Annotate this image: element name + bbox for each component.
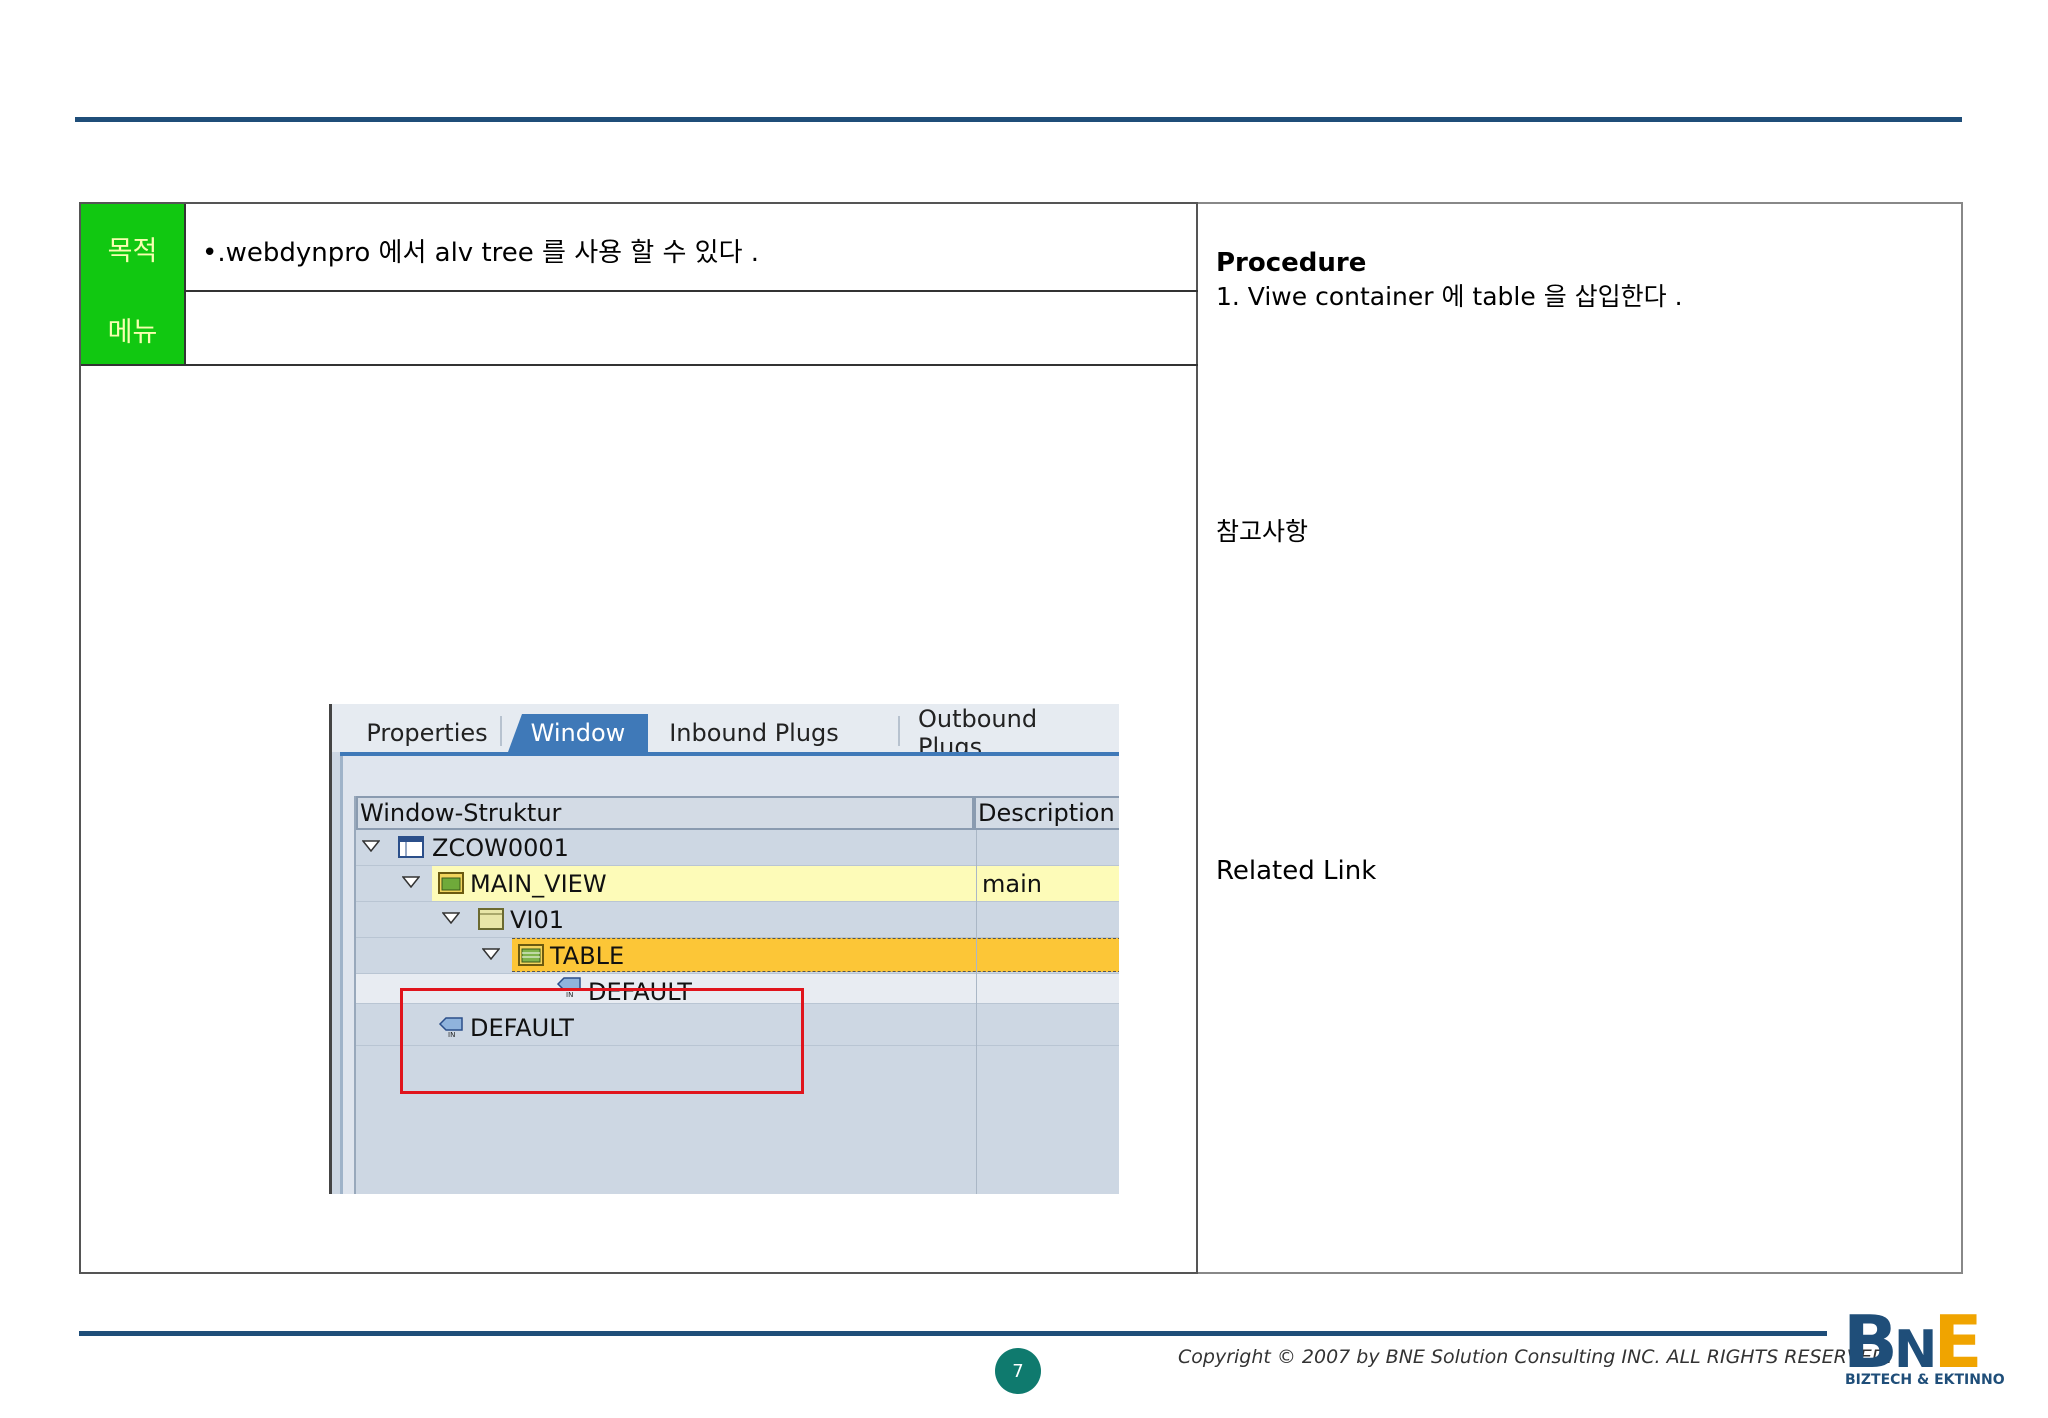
tree-row[interactable]: IN DEFAULT [356,1010,1119,1046]
tab-separator [898,716,900,746]
svg-text:IN: IN [448,1031,455,1038]
column-header-description[interactable]: Description [974,796,1119,830]
column-header-structure[interactable]: Window-Struktur [356,796,974,830]
expand-arrow-icon[interactable] [362,840,380,852]
window-structure-tree: Window-Struktur Description ZCOW0001 MAI… [354,796,1119,1194]
right-panel: Procedure 1. Viwe container 에 table 을 삽입… [1198,202,1963,1274]
tree-row[interactable]: VI01 [356,902,1119,938]
copyright-text: Copyright © 2007 by BNE Solution Consult… [1178,1346,1893,1368]
tab-strip: Properties Window Inbound Plugs Outbound… [332,704,1119,761]
tree-row[interactable]: MAIN_VIEW main [356,866,1119,902]
reference-title: 참고사항 [1216,517,1309,546]
expand-arrow-icon[interactable] [442,912,460,924]
label-divider [81,364,184,366]
tab-underline [340,752,1119,756]
expand-arrow-icon[interactable] [402,876,420,888]
sap-window-screenshot: Properties Window Inbound Plugs Outbound… [329,704,1119,1194]
column-divider [976,830,977,1194]
logo-subtext: BIZTECH & EKTINNO [1845,1372,2005,1388]
logo-mark: BNE [1843,1300,1983,1384]
container-icon [478,908,504,930]
view-icon [438,872,464,894]
svg-text:IN: IN [566,991,573,998]
selected-row-highlight [512,938,1119,972]
tab-properties[interactable]: Properties [366,719,488,747]
tree-row[interactable]: TABLE [356,938,1119,974]
tree-node-label: MAIN_VIEW [470,869,607,898]
menu-label: 메뉴 [81,292,184,366]
highlight-box [400,988,804,1094]
purpose-text: •.webdynpro 에서 alv tree 를 사용 할 수 있다 . [202,238,760,268]
tab-inbound-plugs[interactable]: Inbound Plugs [669,719,839,747]
menu-row [184,292,1200,366]
purpose-row: •.webdynpro 에서 alv tree 를 사용 할 수 있다 . [184,204,1200,292]
footer-rule [79,1331,1827,1336]
related-link-title: Related Link [1216,856,1377,886]
expand-arrow-icon[interactable] [482,948,500,960]
window-icon [398,836,424,858]
tab-outbound-plugs[interactable]: Outbound Plugs [918,705,1038,761]
tab-separator [500,716,502,746]
tree-node-label: ZCOW0001 [432,833,569,862]
purpose-label: 목적 [81,204,184,292]
row-highlight [432,866,1119,901]
left-panel: 목적 •.webdynpro 에서 alv tree 를 사용 할 수 있다 .… [79,202,1200,1274]
procedure-title: Procedure [1216,248,1367,278]
inbound-plug-icon: IN [438,1017,463,1038]
page-number: 7 [995,1348,1041,1394]
procedure-step: 1. Viwe container 에 table 을 삽입한다 . [1216,282,1683,311]
bne-logo: BNE BIZTECH & EKTINNO [1843,1300,2005,1390]
header-rule [75,117,1962,122]
inset-edge [329,704,332,1194]
tree-row[interactable]: ZCOW0001 [356,830,1119,866]
tree-node-label: TABLE [550,941,625,970]
tree-node-label: DEFAULT [470,1013,574,1042]
tab-window[interactable]: Window [508,714,648,752]
tree-node-label: VI01 [510,905,565,934]
table-icon [518,944,544,966]
tree-node-label: DEFAULT [588,978,692,1006]
tree-node-description: main [982,869,1042,898]
